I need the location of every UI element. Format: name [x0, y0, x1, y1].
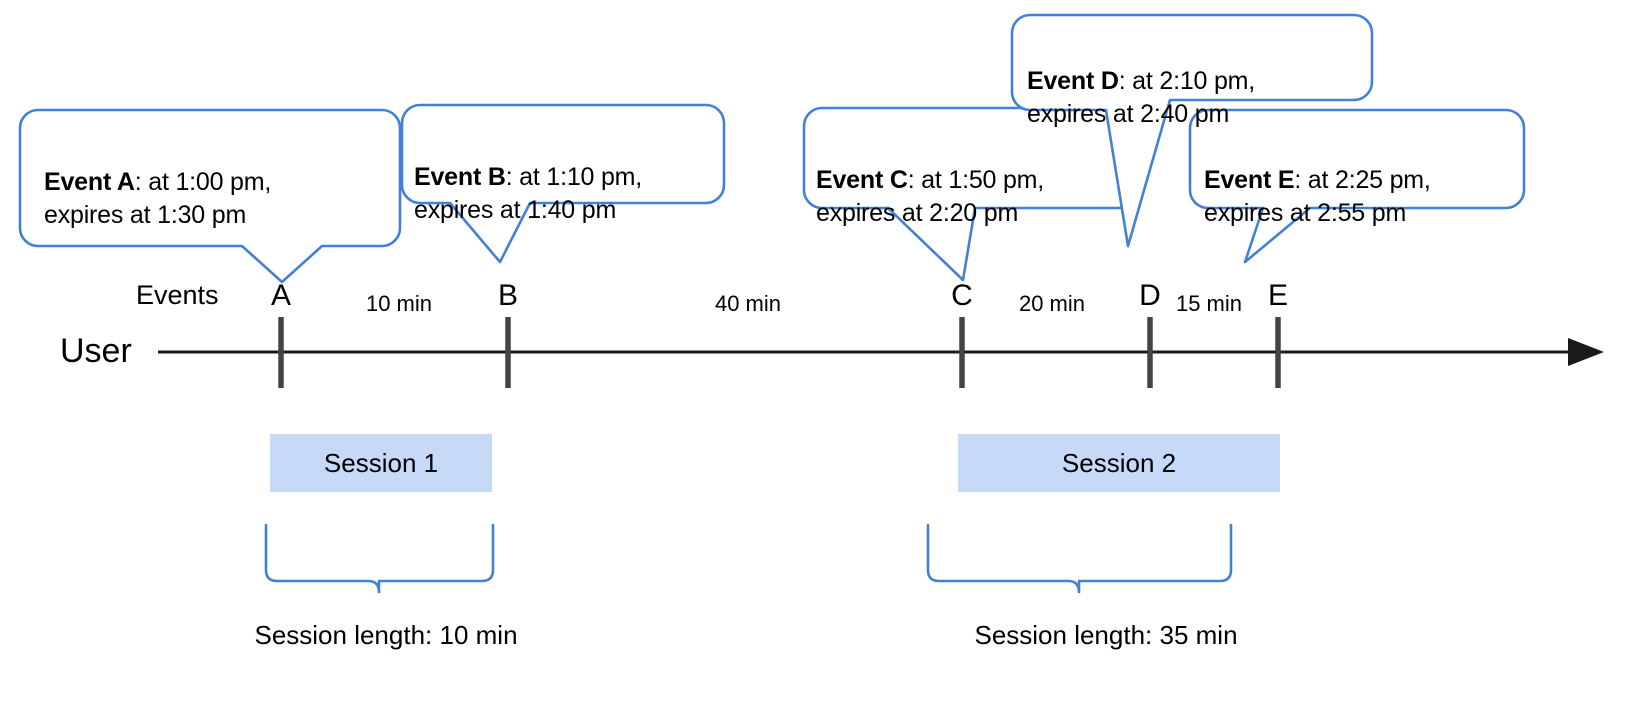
event-letter-d: D	[1139, 279, 1161, 312]
interval-label-b-c: 40 min	[714, 291, 782, 316]
event-letter-e: E	[1267, 279, 1289, 312]
session-box-2: Session 2	[958, 434, 1280, 492]
session-length-label-2: Session length: 35 min	[974, 620, 1238, 650]
callout-event-name-e: Event E	[1204, 166, 1295, 194]
callout-event-name-c: Event C	[816, 166, 908, 194]
callout-event-detail-c: : at 1:50 pm, expires at 2:20 pm	[816, 166, 1045, 227]
callout-event-name-a: Event A	[44, 168, 135, 196]
callout-event-detail-a: : at 1:00 pm, expires at 1:30 pm	[44, 168, 272, 229]
interval-label-c-d: 20 min	[1018, 291, 1086, 316]
axis-row-label-user: User	[60, 332, 132, 370]
callout-text-e: Event E: at 2:25 pm, expires at 2:55 pm	[1204, 131, 1524, 230]
callout-text-d: Event D: at 2:10 pm, expires at 2:40 pm	[1027, 32, 1377, 131]
session-box-1: Session 1	[270, 434, 492, 492]
timeline-axis-arrowhead	[1568, 338, 1604, 366]
session-brace-2	[926, 523, 1233, 594]
callout-event-detail-e: : at 2:25 pm, expires at 2:55 pm	[1204, 166, 1431, 227]
interval-label-d-e: 15 min	[1175, 291, 1243, 316]
event-letter-c: C	[951, 279, 973, 312]
session-length-label-1: Session length: 10 min	[254, 620, 518, 650]
axis-events-label: Events	[136, 280, 219, 310]
interval-label-a-b: 10 min	[365, 291, 433, 316]
callout-event-detail-b: : at 1:10 pm, expires at 1:40 pm	[414, 163, 643, 224]
session-brace-1	[264, 523, 495, 594]
callout-text-c: Event C: at 1:50 pm, expires at 2:20 pm	[816, 131, 1136, 230]
callout-text-a: Event A: at 1:00 pm, expires at 1:30 pm	[44, 133, 394, 232]
callout-text-b: Event B: at 1:10 pm, expires at 1:40 pm	[414, 128, 724, 227]
event-letter-b: B	[497, 279, 519, 312]
callout-event-detail-d: : at 2:10 pm, expires at 2:40 pm	[1027, 67, 1256, 128]
event-letter-a: A	[270, 279, 292, 312]
callout-event-name-d: Event D	[1027, 67, 1119, 95]
callout-event-name-b: Event B	[414, 163, 506, 191]
